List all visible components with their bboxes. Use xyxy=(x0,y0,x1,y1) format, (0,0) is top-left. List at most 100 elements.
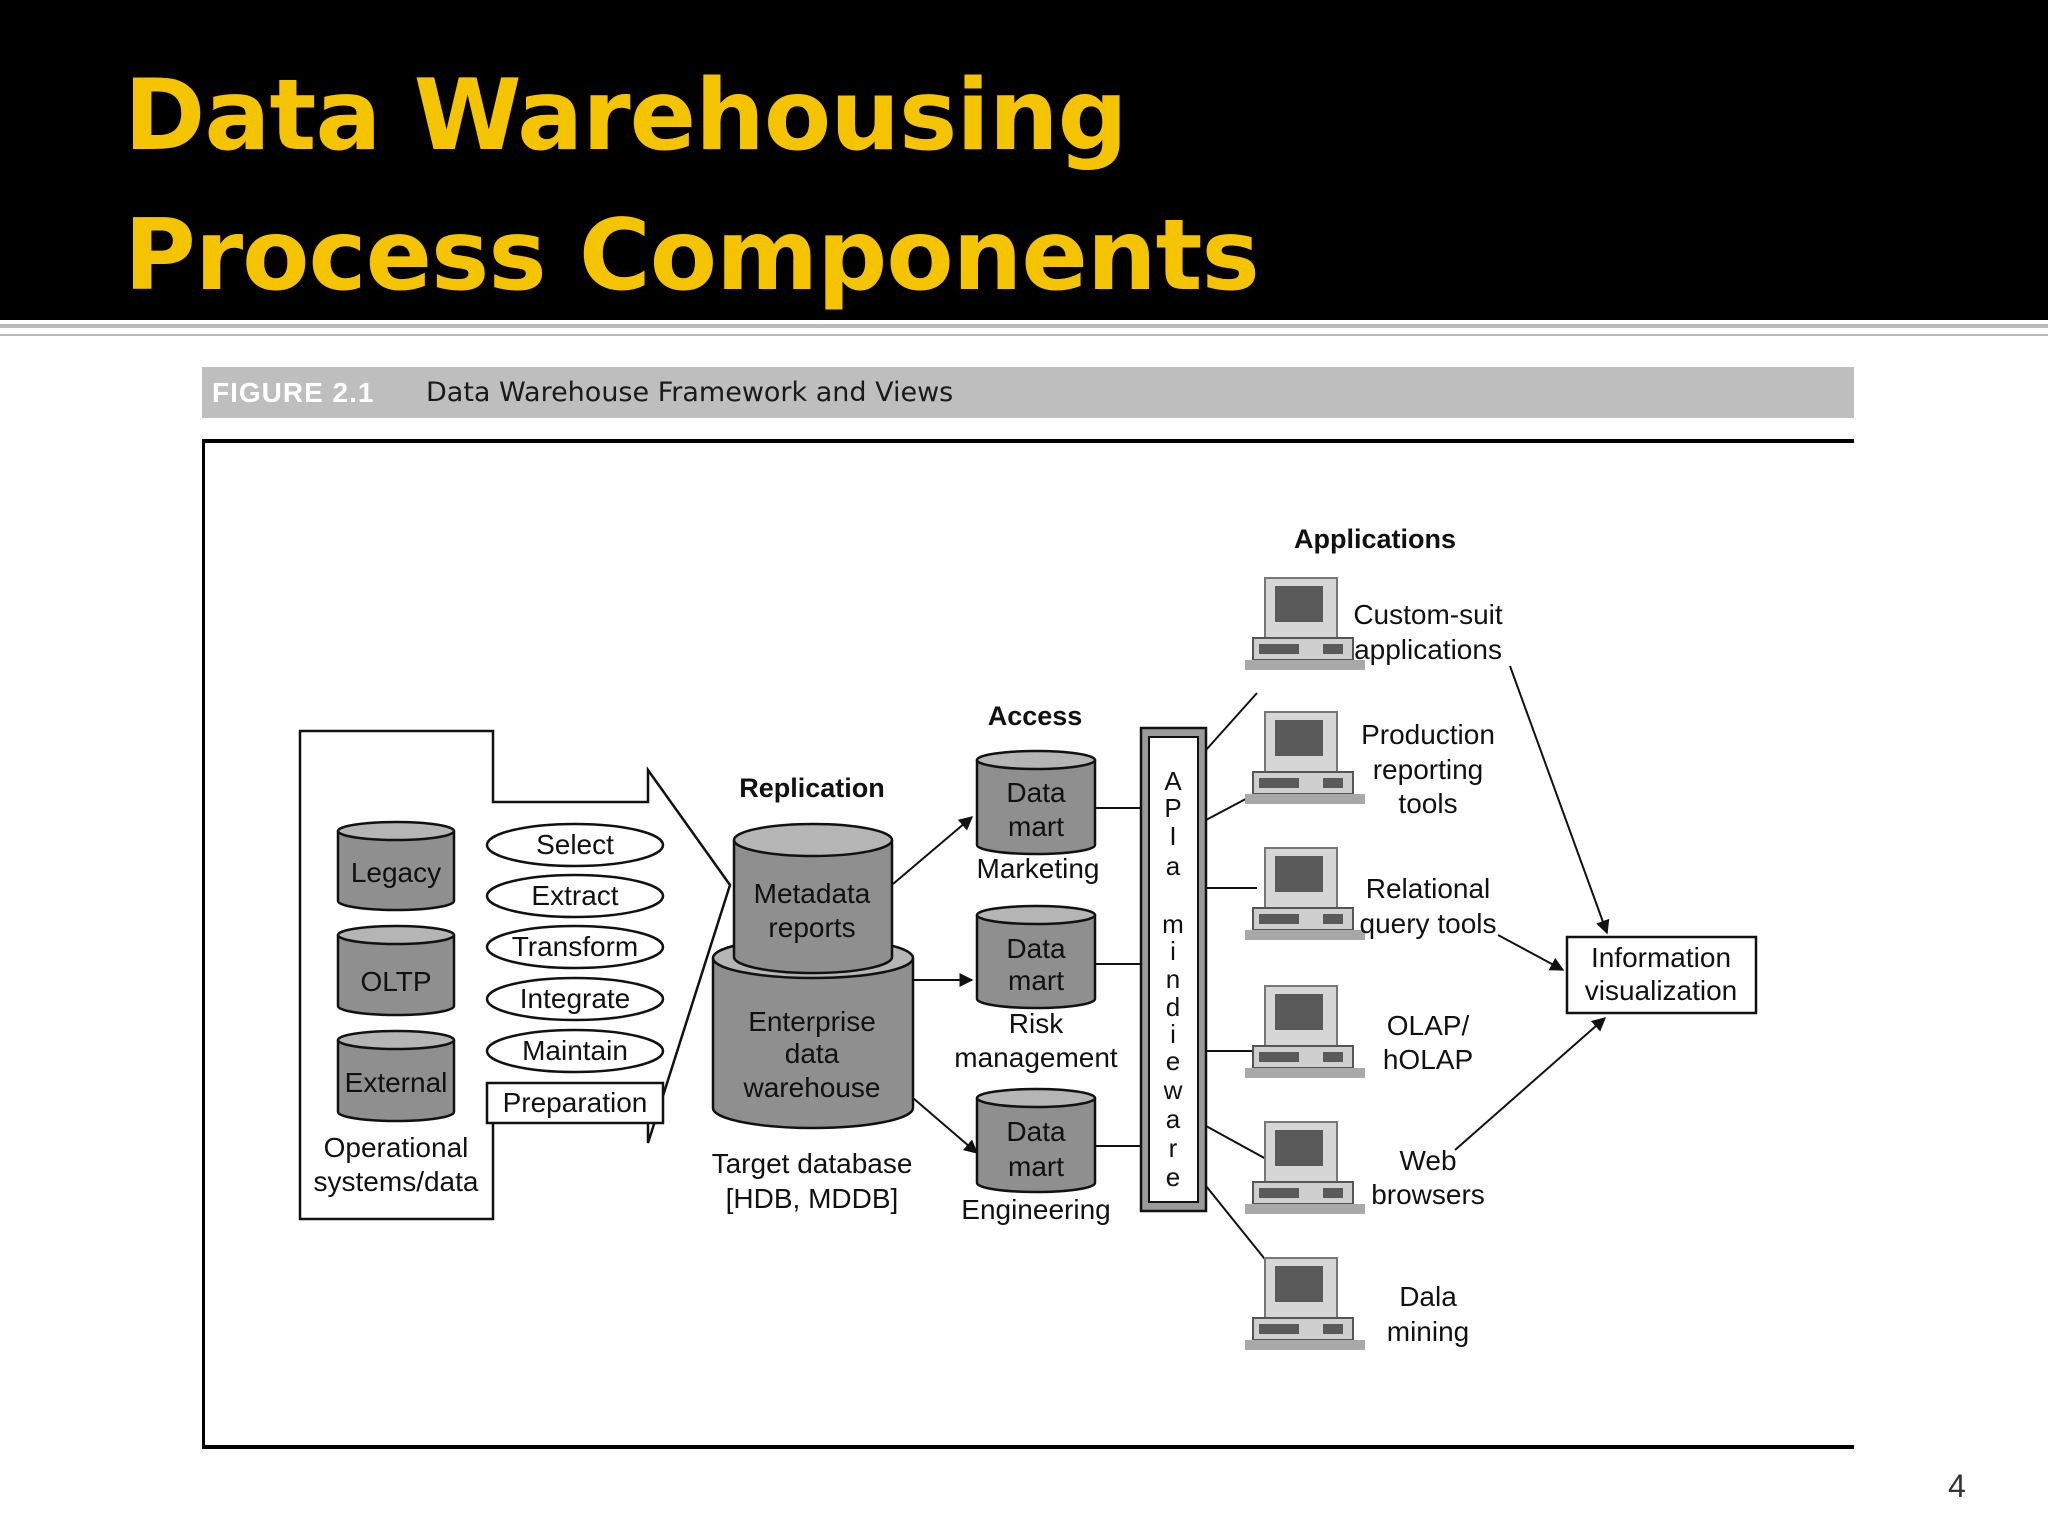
data-mart-risk: Data mart xyxy=(975,904,1097,1010)
access-heading: Access xyxy=(988,701,1083,731)
mart-risk-label-line1: Risk xyxy=(1009,1008,1064,1039)
app-label-relational-line1: Relational xyxy=(1366,873,1491,904)
app-label-mining-line2: mining xyxy=(1387,1316,1469,1347)
metadata-cylinder xyxy=(732,822,894,975)
mart-marketing-label: Marketing xyxy=(977,853,1100,884)
arrow-to-mart-marketing xyxy=(892,816,974,885)
metadata-label-line2: reports xyxy=(768,912,855,943)
mart-engineering-label: Engineering xyxy=(961,1194,1110,1225)
process-label: Transform xyxy=(512,931,639,962)
computer-icon xyxy=(1245,985,1365,1078)
app-label-relational-line2: query tools xyxy=(1360,908,1497,939)
computer-icon xyxy=(1245,847,1365,940)
connector-middleware-app5 xyxy=(1205,1125,1269,1161)
title-divider xyxy=(0,324,2048,328)
computer-icon xyxy=(1245,1121,1365,1214)
slide-title: Data Warehousing Process Components xyxy=(124,46,1260,326)
middleware-label: A P I a m i n d i e w a r e xyxy=(1162,766,1184,1192)
app-label-custom-line2: applications xyxy=(1354,634,1502,665)
computer-icon xyxy=(1245,711,1365,804)
info-visualization-box: Information visualization xyxy=(1565,935,1758,1015)
middleware-letter: i xyxy=(1170,936,1176,966)
source-cylinder-external xyxy=(336,1029,456,1123)
preparation-box: Preparation xyxy=(485,1081,665,1125)
middleware-letter: e xyxy=(1166,1162,1180,1192)
app-label-web-line2: browsers xyxy=(1371,1179,1485,1210)
metadata-label-line1: Metadata xyxy=(754,878,871,909)
app-label-production-line3: tools xyxy=(1398,788,1457,819)
api-middleware-bar xyxy=(1139,726,1208,1213)
middleware-letter: r xyxy=(1169,1133,1178,1163)
middleware-letter: A xyxy=(1164,766,1182,796)
middleware-letter: i xyxy=(1170,1019,1176,1049)
middleware-letter: I xyxy=(1169,821,1176,851)
page-number: 4 xyxy=(1948,1468,1966,1504)
source-cylinder-oltp xyxy=(336,924,456,1017)
source-label-external: External xyxy=(345,1067,448,1098)
slide-title-line2: Process Components xyxy=(124,199,1260,313)
middleware-letter: a xyxy=(1166,851,1181,881)
data-mart-label-line1: Data xyxy=(1006,933,1066,964)
target-label-line1: Target database xyxy=(712,1148,913,1179)
source-cylinder-legacy xyxy=(336,820,456,912)
process-label: Maintain xyxy=(522,1035,628,1066)
middleware-letter: a xyxy=(1166,1104,1181,1134)
figure-frame xyxy=(202,439,1854,1449)
arrow-web-to-visualization xyxy=(1454,1017,1607,1151)
app-label-mining-line1: Dala xyxy=(1399,1281,1457,1312)
computer-icon xyxy=(1245,577,1365,670)
data-mart-label-line1: Data xyxy=(1006,777,1066,808)
app-label-production-line2: reporting xyxy=(1373,754,1484,785)
middleware-letter: n xyxy=(1166,964,1180,994)
app-label-web-line1: Web xyxy=(1399,1145,1456,1176)
app-label-olap-line1: OLAP/ xyxy=(1387,1010,1470,1041)
figure-number: FIGURE 2.1 xyxy=(212,377,375,408)
data-mart-engineering: Data mart xyxy=(975,1087,1097,1194)
data-mart-marketing: Data mart xyxy=(975,749,1097,856)
process-label: Extract xyxy=(531,880,618,911)
process-transform: Transform xyxy=(485,924,665,970)
slide-title-line1: Data Warehousing xyxy=(124,59,1128,173)
applications-heading: Applications xyxy=(1294,524,1456,554)
connector-middleware-app6 xyxy=(1205,1185,1269,1264)
data-mart-label-line2: mart xyxy=(1008,1151,1064,1182)
mart-risk-label-line2: management xyxy=(954,1042,1118,1073)
data-mart-label-line2: mart xyxy=(1008,965,1064,996)
middleware-letter: e xyxy=(1166,1046,1180,1076)
info-visualization-line2: visualization xyxy=(1585,975,1738,1006)
figure-caption: Data Warehouse Framework and Views xyxy=(426,377,954,408)
process-select: Select xyxy=(485,822,665,868)
figure-caption-bar: FIGURE 2.1 Data Warehouse Framework and … xyxy=(202,367,1854,418)
app-label-olap-line2: hOLAP xyxy=(1383,1044,1473,1075)
data-mart-label-line2: mart xyxy=(1008,811,1064,842)
process-label: Select xyxy=(536,829,614,860)
arrow-relational-to-visualization xyxy=(1497,934,1565,971)
process-extract: Extract xyxy=(485,873,665,919)
process-maintain: Maintain xyxy=(485,1028,665,1074)
process-integrate: Integrate xyxy=(485,976,665,1022)
middleware-letter: P xyxy=(1164,793,1181,823)
arrow-custom-to-visualization xyxy=(1509,665,1610,935)
preparation-label: Preparation xyxy=(503,1087,648,1118)
app-label-custom-line1: Custom-suit xyxy=(1353,599,1503,630)
edw-label-line2: data xyxy=(785,1038,840,1069)
title-bar: Data Warehousing Process Components xyxy=(0,0,2048,320)
computer-icon xyxy=(1245,1257,1365,1350)
replication-heading: Replication xyxy=(739,773,885,803)
info-visualization-line1: Information xyxy=(1591,942,1731,973)
data-mart-label-line1: Data xyxy=(1006,1116,1066,1147)
middleware-letter: m xyxy=(1162,909,1184,939)
source-label-legacy: Legacy xyxy=(351,857,441,888)
source-label-oltp: OLTP xyxy=(360,966,431,997)
process-label: Integrate xyxy=(520,983,631,1014)
edw-label-line1: Enterprise xyxy=(748,1006,876,1037)
middleware-letter: d xyxy=(1166,992,1180,1022)
sources-label-line2: systems/data xyxy=(314,1166,479,1197)
target-label-line2: [HDB, MDDB] xyxy=(726,1183,899,1214)
app-label-production-line1: Production xyxy=(1361,719,1495,750)
connector-middleware-app1 xyxy=(1205,692,1258,751)
title-divider-thin xyxy=(0,334,2048,336)
sources-label-line1: Operational xyxy=(324,1132,469,1163)
arrow-to-mart-engineering xyxy=(912,1097,979,1154)
